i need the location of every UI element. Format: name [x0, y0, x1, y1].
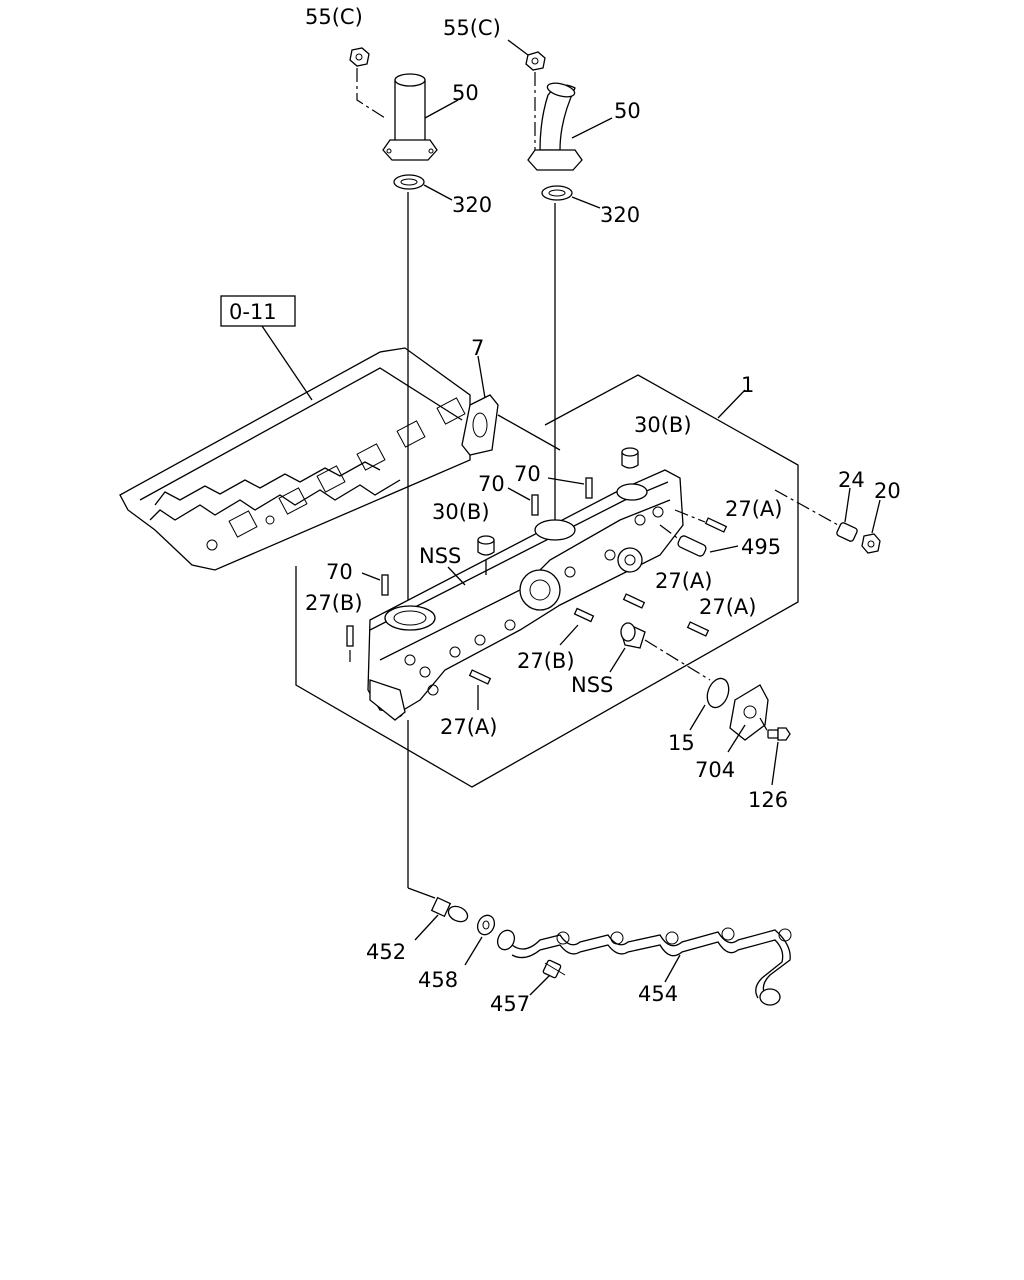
stud-27b-2 [573, 607, 595, 623]
stud-70-c [381, 574, 389, 596]
label-50-right: 50 [614, 99, 641, 123]
plug-30b-mid [477, 535, 495, 556]
stud-27a-4 [468, 669, 492, 685]
washer-458 [476, 914, 496, 936]
label-320-left: 320 [452, 193, 492, 217]
label-70-c: 70 [326, 560, 353, 584]
bolt-126 [767, 727, 791, 741]
label-704: 704 [695, 758, 735, 782]
label-452: 452 [366, 940, 406, 964]
label-27b-2: 27(B) [517, 649, 575, 673]
gasket-320-left [393, 174, 425, 190]
nut-20 [861, 533, 881, 554]
sleeve-nss [620, 622, 646, 649]
stud-70-b [531, 494, 539, 516]
label-55c-right: 55(C) [443, 16, 501, 40]
gasket-7 [461, 394, 499, 456]
label-70-b: 70 [478, 472, 505, 496]
bolt-24 [836, 522, 858, 542]
stud-27a-2 [622, 593, 646, 609]
fitting-452 [430, 896, 469, 923]
label-1: 1 [741, 373, 754, 397]
stud-27b-1 [346, 625, 354, 647]
label-457: 457 [490, 992, 530, 1016]
label-20: 20 [874, 479, 901, 503]
stud-70-a [585, 477, 593, 499]
label-nss-top: NSS [419, 544, 461, 568]
oring-15 [706, 677, 730, 709]
label-24: 24 [838, 468, 865, 492]
pipe-454 [496, 927, 792, 1006]
label-70-a: 70 [514, 462, 541, 486]
label-30b-mid: 30(B) [432, 500, 490, 524]
label-495: 495 [741, 535, 781, 559]
gasket-320-right [541, 185, 573, 201]
label-27a-3: 27(A) [699, 595, 756, 619]
plug-30b-top [621, 447, 639, 469]
nut-55c-right [525, 51, 546, 71]
ref-box [220, 295, 296, 327]
assembly-boundary [295, 374, 799, 788]
label-55c-left: 55(C) [305, 5, 363, 29]
manifold-assembly [367, 469, 684, 721]
label-27a-4: 27(A) [440, 715, 497, 739]
label-7: 7 [471, 336, 484, 360]
pipe-50-left [382, 73, 438, 161]
cylinder-head [119, 347, 471, 571]
pin-495 [677, 535, 707, 557]
stud-27a-3 [686, 621, 710, 637]
label-50-left: 50 [452, 81, 479, 105]
label-27a-1: 27(A) [725, 497, 782, 521]
nut-55c-left [349, 47, 370, 67]
label-nss-bottom: NSS [571, 673, 613, 697]
pipe-50-right [527, 82, 583, 171]
cover-704 [729, 684, 769, 741]
bolt-457 [542, 959, 566, 979]
label-ref-box: 0-11 [229, 300, 277, 324]
label-320-right: 320 [600, 203, 640, 227]
label-27a-2: 27(A) [655, 569, 712, 593]
stud-27a-1 [704, 517, 728, 533]
label-454: 454 [638, 982, 678, 1006]
label-27b-1: 27(B) [305, 591, 363, 615]
label-30b-top: 30(B) [634, 413, 692, 437]
label-126: 126 [748, 788, 788, 812]
label-15: 15 [668, 731, 695, 755]
label-458: 458 [418, 968, 458, 992]
